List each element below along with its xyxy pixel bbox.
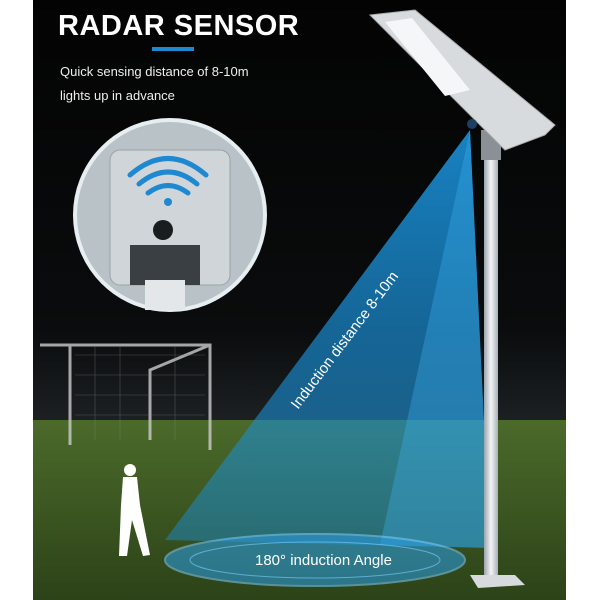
subtitle-line-2: lights up in advance <box>60 88 175 103</box>
led-panel <box>385 18 470 96</box>
radar-sensor <box>467 119 477 129</box>
subtitle-line-1: Quick sensing distance of 8-10m <box>60 64 249 79</box>
detection-zone-ring <box>189 541 441 579</box>
goal-post <box>40 343 212 450</box>
title-underline <box>152 47 194 51</box>
pedestrian-silhouette <box>119 464 150 556</box>
sensor-closeup <box>73 118 267 312</box>
radar-beam-highlight <box>380 130 490 548</box>
pole-base <box>470 575 525 588</box>
radar-beam <box>165 130 490 548</box>
lamp-pole <box>484 140 498 580</box>
goal-net <box>75 345 205 440</box>
detection-zone <box>164 533 466 587</box>
angle-label: 180° induction Angle <box>255 552 392 569</box>
wifi-signal-icon <box>127 156 209 196</box>
page-title: RADAR SENSOR <box>58 10 300 42</box>
sensor-lens-icon <box>153 220 173 240</box>
